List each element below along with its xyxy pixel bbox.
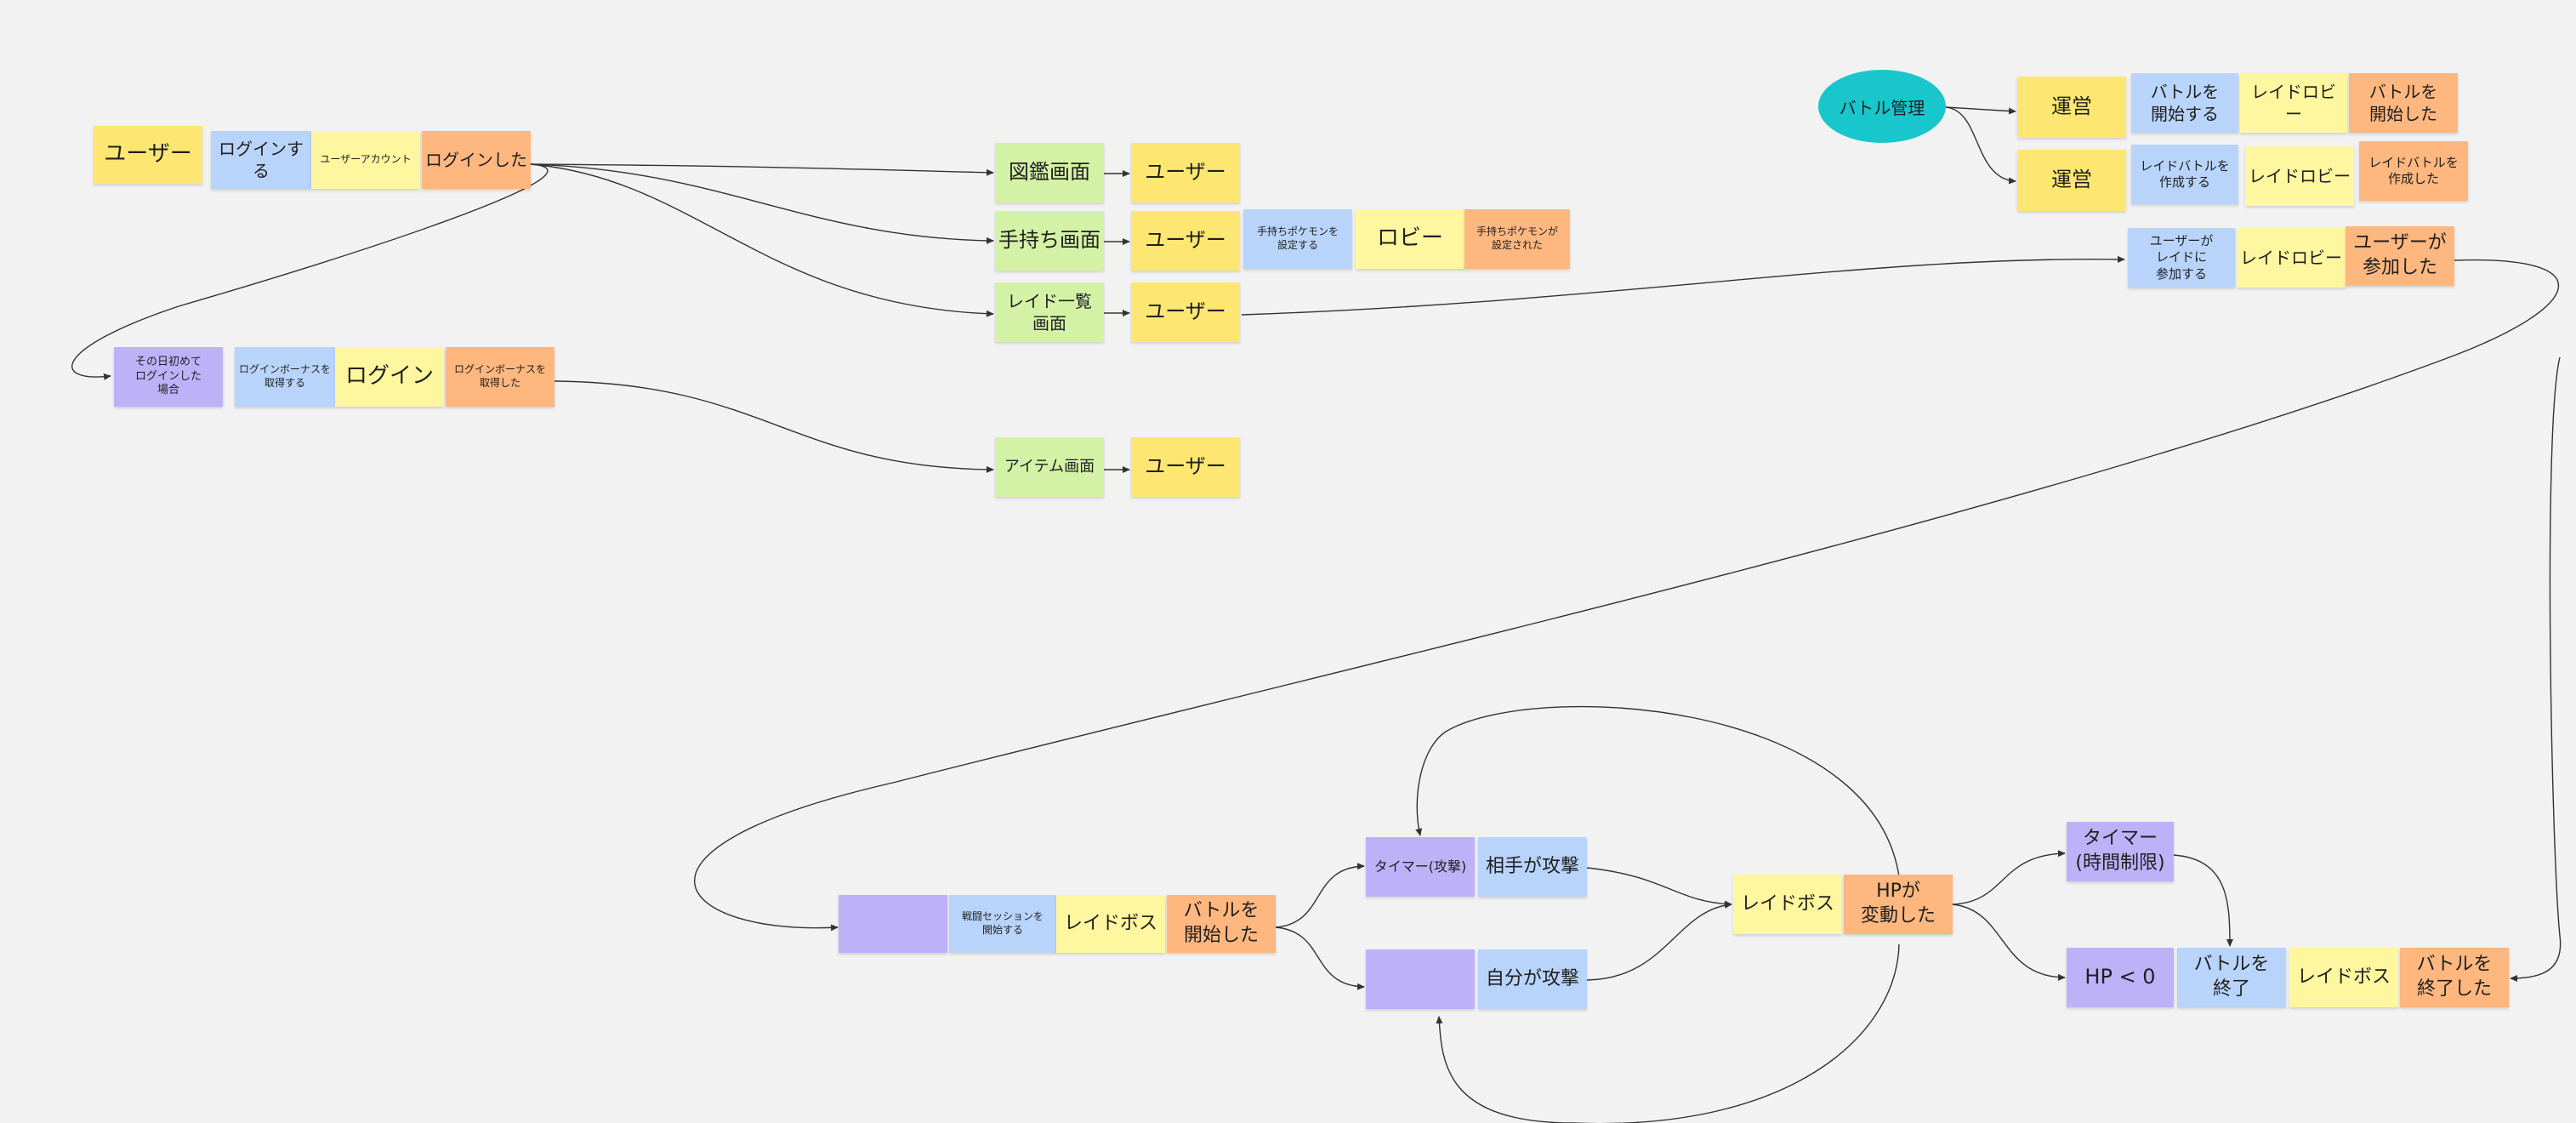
raid-boss-3-note[interactable]: レイドボス	[2289, 948, 2398, 1007]
set-pokemon-command-note[interactable]: 手持ちポケモンを 設定する	[1243, 209, 1352, 269]
bonus-got-event-note[interactable]: ログインボーナスを 取得した	[446, 347, 554, 407]
item-user-note[interactable]: ユーザー	[1131, 437, 1240, 497]
login-command-note[interactable]: ログインする	[211, 131, 311, 189]
raid-boss-1-note[interactable]: レイドボス	[1056, 895, 1165, 953]
battle-started-2-event-note[interactable]: バトルを 開始した	[1167, 895, 1276, 953]
session-policy-note[interactable]	[839, 895, 947, 953]
connector-started-to-timer[interactable]	[1275, 863, 1365, 928]
pokemon-set-event-note[interactable]: 手持ちポケモンが 設定された	[1464, 209, 1570, 269]
get-bonus-command-note[interactable]: ログインボーナスを 取得する	[235, 347, 335, 407]
connector-started-to-self[interactable]	[1275, 926, 1365, 990]
self-attack-command-note[interactable]: 自分が攻撃	[1478, 949, 1587, 1009]
end-battle-command-note[interactable]: バトルを 終了	[2177, 948, 2286, 1007]
connector-oval-to-ops2[interactable]	[1945, 106, 2016, 185]
logged-in-event-note[interactable]: ログインした	[422, 131, 531, 189]
connector-logged-in-to-raid-list[interactable]	[530, 163, 994, 317]
connector-hp-loop-to-self[interactable]	[1436, 943, 1900, 1123]
connector-hp-to-timer-limit[interactable]	[1952, 850, 2066, 905]
item-view-note[interactable]: アイテム画面	[995, 437, 1104, 497]
connector-logged-in-to-temochi[interactable]	[530, 163, 994, 244]
zukan-user-note[interactable]: ユーザー	[1131, 143, 1240, 202]
ops-actor-1-note[interactable]: 運営	[2017, 77, 2126, 138]
raid-lobby-3-note[interactable]: レイドロビー	[2237, 228, 2346, 288]
create-raid-command-note[interactable]: レイドバトルを 作成する	[2131, 145, 2238, 204]
raid-created-event-note[interactable]: レイドバトルを 作成した	[2359, 141, 2468, 201]
connector-timer-limit-to-hp-zero[interactable]	[2173, 854, 2233, 947]
raid-lobby-1-note[interactable]: レイドロビー	[2240, 73, 2347, 133]
connector-oval-to-ops1[interactable]	[1945, 106, 2016, 115]
ops-actor-2-note[interactable]: 運営	[2017, 150, 2126, 211]
raid-lobby-2-note[interactable]: レイドロビー	[2245, 146, 2354, 206]
user-account-note[interactable]: ユーザーアカウント	[311, 131, 420, 189]
connector-enemy-to-raidboss[interactable]	[1586, 867, 1732, 908]
start-battle-command-note[interactable]: バトルを 開始する	[2131, 73, 2238, 133]
self-policy-note[interactable]	[1366, 949, 1475, 1009]
timer-attack-policy-note[interactable]: タイマー(攻撃)	[1366, 837, 1475, 897]
connector-joined-to-ended[interactable]	[2510, 356, 2562, 982]
zukan-view-note[interactable]: 図鑑画面	[995, 143, 1104, 202]
connector-logged-in-to-zukan[interactable]	[530, 163, 994, 176]
raid-list-view-note[interactable]: レイド一覧 画面	[995, 282, 1104, 342]
battle-started-1-event-note[interactable]: バトルを 開始した	[2349, 73, 2458, 133]
temochi-user-note[interactable]: ユーザー	[1131, 211, 1240, 271]
connector-raid-user-to-join[interactable]	[1241, 255, 2125, 316]
battle-management-oval[interactable]: バトル管理	[1818, 70, 1946, 143]
enemy-attack-command-note[interactable]: 相手が攻撃	[1478, 837, 1587, 897]
raid-list-user-note[interactable]: ユーザー	[1131, 282, 1240, 342]
connector-bonus-to-item[interactable]	[554, 380, 994, 473]
battle-ended-event-note[interactable]: バトルを 終了した	[2400, 948, 2509, 1007]
start-session-command-note[interactable]: 戦闘セッションを 開始する	[949, 895, 1056, 953]
hp-changed-event-note[interactable]: HPが 変動した	[1844, 875, 1953, 934]
connector-hp-to-hp-zero[interactable]	[1952, 904, 2066, 981]
connector-logged-in-to-first-login[interactable]	[71, 163, 549, 380]
connector-self-to-raidboss[interactable]	[1586, 901, 1732, 981]
login-aggregate-note[interactable]: ログイン	[335, 347, 444, 407]
join-raid-command-note[interactable]: ユーザーが レイドに 参加する	[2128, 228, 2235, 288]
connector-joined-to-session[interactable]	[693, 259, 2560, 932]
user-actor-note[interactable]: ユーザー	[94, 126, 202, 184]
lobby-aggregate-note[interactable]: ロビー	[1356, 209, 1464, 269]
hp-zero-policy-note[interactable]: HP < 0	[2067, 948, 2174, 1007]
first-login-policy-note[interactable]: その日初めて ログインした 場合	[114, 347, 223, 407]
user-joined-event-note[interactable]: ユーザーが 参加した	[2346, 226, 2454, 286]
connector-hp-loop-to-timer[interactable]	[1415, 705, 1900, 877]
raid-boss-2-note[interactable]: レイドボス	[1733, 875, 1842, 934]
temochi-view-note[interactable]: 手持ち画面	[995, 211, 1104, 271]
timer-limit-policy-note[interactable]: タイマー (時間制限)	[2067, 822, 2174, 881]
